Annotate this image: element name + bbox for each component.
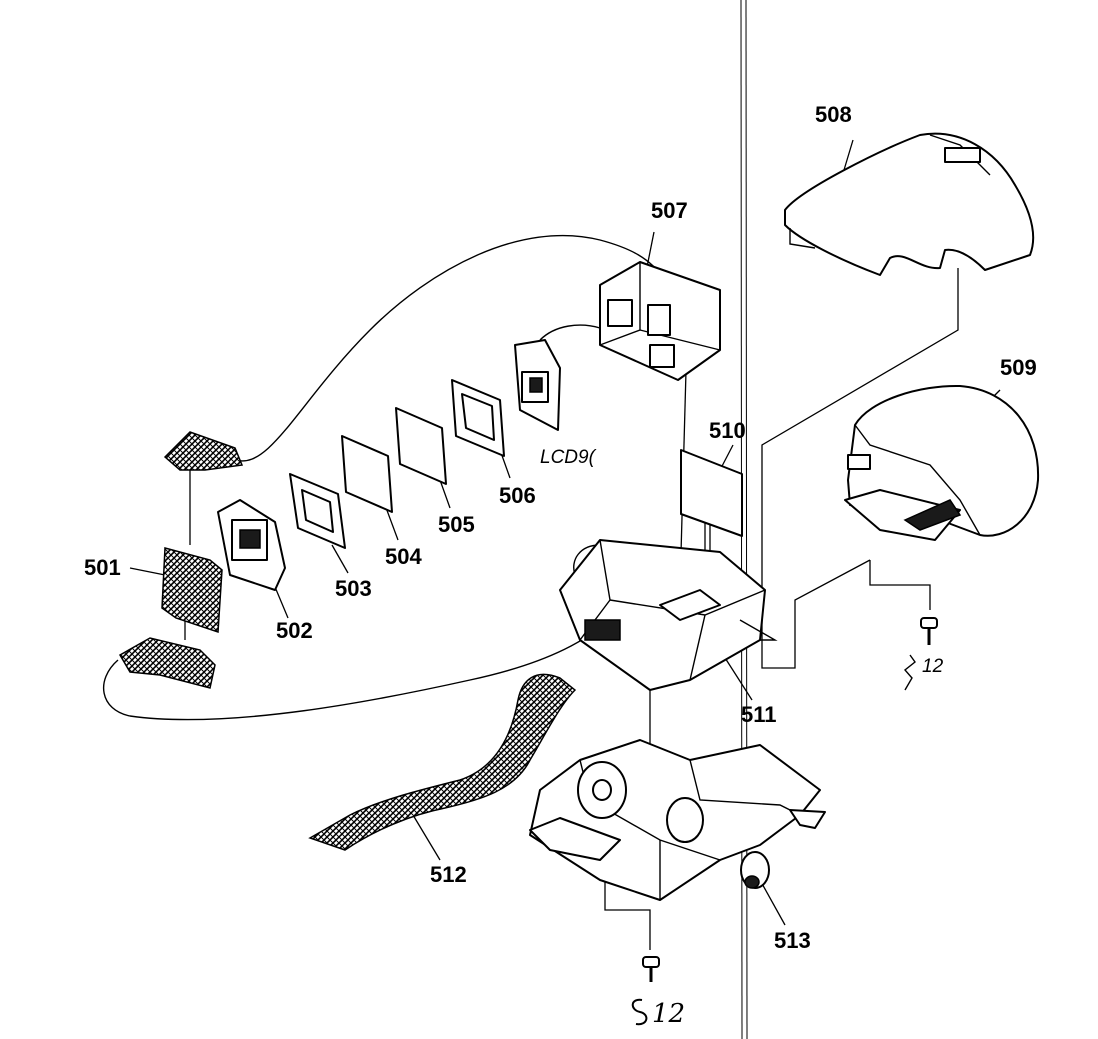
part-504-sheet: [341, 435, 393, 513]
label-510: 510: [709, 418, 746, 443]
label-513: 513: [774, 928, 811, 953]
part-512-flex-cable: [308, 673, 577, 851]
part-506-frame: [451, 379, 505, 457]
label-505: 505: [438, 512, 475, 537]
label-screw-right: 12: [922, 656, 944, 677]
label-507: 507: [651, 198, 688, 223]
label-503: 503: [335, 576, 372, 601]
part-503-frame: [289, 473, 346, 549]
label-lcd: LCD9(: [540, 447, 597, 468]
label-511: 511: [741, 702, 777, 727]
part-lcd-module: [514, 339, 561, 431]
callout-labels: 508 507 509 510 LCD9( 506 505 504 501 50…: [84, 102, 1037, 1029]
label-501: 501: [84, 555, 121, 580]
part-lower-chassis: [529, 739, 826, 901]
part-501-shield-assembly: [118, 431, 244, 689]
part-502-lcd-bracket: [217, 499, 286, 591]
label-512: 512: [430, 862, 467, 887]
label-508: 508: [815, 102, 852, 127]
part-510-sheet: [680, 449, 743, 537]
screw-bottom-handwritten-mark: [631, 998, 648, 1026]
part-508-top-cover: [784, 132, 1035, 276]
label-509: 509: [1000, 355, 1037, 380]
part-507-housing: [599, 261, 721, 381]
label-502: 502: [276, 618, 313, 643]
screw-right: [903, 617, 938, 691]
part-505-sheet: [395, 407, 447, 485]
part-511-chassis: [559, 539, 778, 691]
label-screw-bottom: 12: [652, 999, 685, 1029]
label-506: 506: [499, 483, 536, 508]
part-513-clip: [740, 851, 770, 889]
label-504: 504: [385, 544, 422, 569]
screw-bottom: [642, 956, 660, 982]
part-509-rear-cover: [844, 384, 1040, 541]
